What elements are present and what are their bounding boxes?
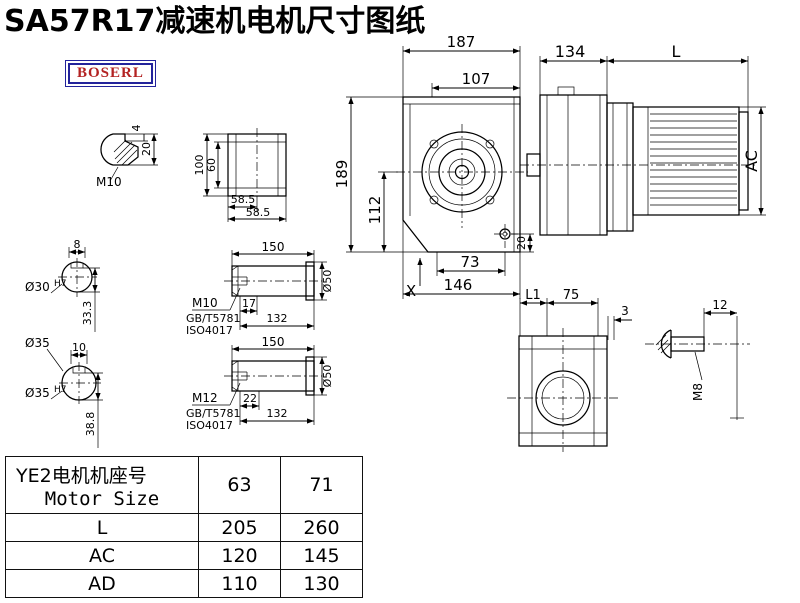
dim-17: 17 (242, 297, 256, 310)
table-row-L: L 205 260 (5, 513, 363, 542)
dim-75: 75 (563, 288, 580, 303)
page-title: SA57R17减速机电机尺寸图纸 (4, 4, 426, 39)
output-cover-top-view: 100 60 58.5 58.5 (193, 128, 287, 222)
dim-107: 107 (462, 70, 491, 88)
dim-134: 134 (555, 42, 586, 61)
row-label-L: L (5, 513, 199, 542)
motor-size-table: YE2电机机座号 Motor Size 63 71 L 205 260 AC 1… (5, 456, 363, 598)
dim-146: 146 (444, 276, 473, 294)
value-AD-71: 130 (280, 569, 363, 598)
dim-100: 100 (193, 155, 206, 176)
hollow-shaft-35-section-view: Ø35 10 Ø35 H7 38.8 (25, 336, 103, 448)
dim-132-b: 132 (267, 407, 288, 420)
dim-73: 73 (460, 253, 479, 271)
label-dia35: Ø35 (25, 336, 50, 350)
label-dia30-tol: H7 (54, 279, 67, 289)
dim-3: 3 (621, 304, 629, 318)
dim-d50-b: Ø50 (321, 365, 334, 388)
label-m8: M8 (691, 383, 705, 401)
dim-38-8: 38.8 (84, 412, 97, 437)
fixing-bolt-detail-view: 12 M8 (645, 298, 750, 420)
dim-60: 60 (205, 158, 218, 172)
row-label-AC: AC (5, 541, 199, 570)
dim-AC: AC (742, 150, 761, 172)
value-L-63: 205 (198, 513, 281, 542)
dim-L: L (672, 42, 681, 61)
dim-112: 112 (366, 196, 384, 225)
motor-size-header-cn: YE2电机机座号 (16, 464, 147, 487)
shaft-35-side-view: 150 M12 GB/T5781 ISO4017 22 132 (186, 335, 334, 432)
dim-L1: L1 (525, 288, 541, 303)
label-iso-b: ISO4017 (186, 419, 233, 432)
table-header-row: YE2电机机座号 Motor Size 63 71 (5, 456, 363, 514)
hollow-shaft-30-section-view: 8 Ø30 H7 33.3 (25, 238, 100, 332)
dim-d50-a: Ø50 (321, 270, 334, 293)
motor-side-view: 134 L AC (520, 42, 766, 236)
dim-4: 4 (130, 125, 143, 132)
dim-10: 10 (72, 341, 86, 354)
frame-size-71: 71 (280, 456, 363, 514)
brand-logo: BOSERL (65, 60, 156, 87)
label-dia35-tol: H7 (54, 385, 67, 395)
label-iso-a: ISO4017 (186, 324, 233, 337)
dim-150-a: 150 (262, 240, 285, 254)
dim-12: 12 (712, 298, 727, 312)
label-bolt-m12: M12 (192, 391, 218, 405)
dim-189: 189 (333, 160, 351, 189)
label-gb-a: GB/T5781 (186, 312, 241, 325)
label-m10: M10 (96, 175, 122, 189)
shaft-30-side-view: 150 M10 GB/T5781 ISO4017 17 132 (186, 240, 334, 337)
table-row-AC: AC 120 145 (5, 541, 363, 570)
motor-size-header-cell: YE2电机机座号 Motor Size (5, 456, 199, 514)
label-dia30: Ø30 (25, 280, 50, 294)
gearbox-front-view: 187 107 189 112 20 73 (333, 33, 534, 300)
label-x: X (406, 282, 416, 300)
dim-33-3: 33.3 (81, 301, 94, 326)
value-AC-63: 120 (198, 541, 281, 570)
shaft-key-detail-view: M10 4 20 (96, 125, 158, 189)
dim-58-5-b: 58.5 (246, 206, 271, 219)
dim-132-a: 132 (267, 312, 288, 325)
dim-150-b: 150 (262, 335, 285, 349)
dim-20-hole: 20 (515, 236, 528, 250)
label-dia35h7: Ø35 (25, 386, 50, 400)
value-AC-71: 145 (280, 541, 363, 570)
dim-22: 22 (243, 392, 257, 405)
label-gb-b: GB/T5781 (186, 407, 241, 420)
frame-size-63: 63 (198, 456, 281, 514)
motor-size-header-en: Motor Size (44, 487, 160, 510)
dim-187: 187 (447, 33, 476, 51)
row-label-AD: AD (5, 569, 199, 598)
dim-20-key: 20 (140, 142, 153, 156)
output-flange-bottom-view: L1 75 3 (507, 288, 632, 452)
dim-58-5-a: 58.5 (231, 193, 256, 206)
dim-8: 8 (74, 238, 81, 251)
table-row-AD: AD 110 130 (5, 569, 363, 598)
value-L-71: 260 (280, 513, 363, 542)
label-bolt-m10: M10 (192, 296, 218, 310)
drawing-svg: M10 4 20 100 60 (25, 33, 766, 452)
value-AD-63: 110 (198, 569, 281, 598)
